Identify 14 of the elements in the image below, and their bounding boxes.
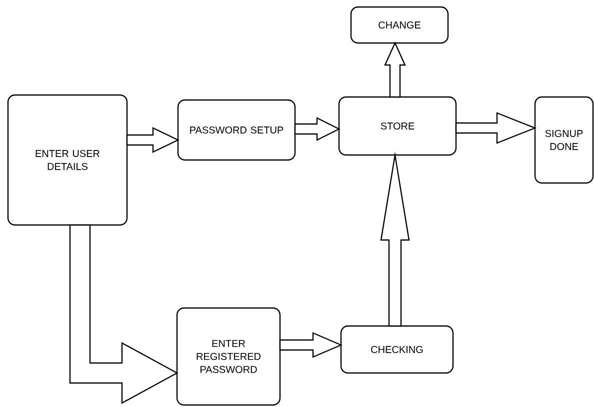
block-arrow bbox=[384, 42, 406, 98]
process-box: ENTER REGISTERED PASSWORD bbox=[176, 307, 281, 406]
process-box: CHANGE bbox=[350, 6, 449, 44]
block-arrow bbox=[455, 112, 537, 144]
block-arrow bbox=[380, 151, 410, 327]
block-arrow bbox=[279, 332, 343, 358]
block-arrow bbox=[294, 117, 340, 141]
block-arrow bbox=[126, 127, 180, 153]
block-arrow bbox=[69, 224, 178, 404]
process-box: ENTER USER DETAILS bbox=[7, 94, 128, 226]
process-box: SIGNUP DONE bbox=[534, 96, 594, 184]
process-box: STORE bbox=[338, 96, 457, 156]
process-box: CHECKING bbox=[340, 325, 454, 374]
process-box: PASSWORD SETUP bbox=[177, 99, 296, 161]
